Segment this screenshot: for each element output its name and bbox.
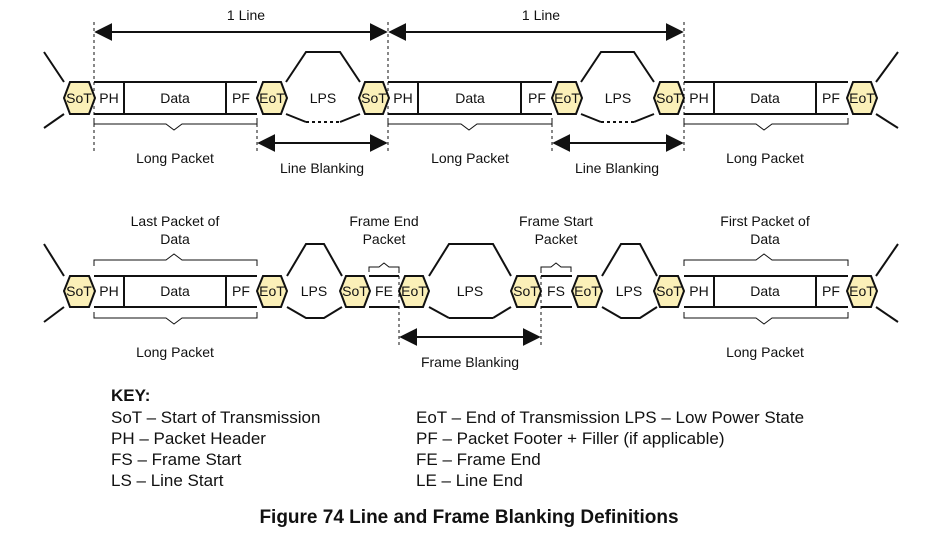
cell-ph: PH [99,283,118,299]
cell-data: Data [160,283,190,299]
first-packet-label: First Packet of [720,213,810,229]
long-packet-label: Long Packet [136,344,214,360]
cell-ph: PH [393,90,412,106]
cell-ph: PH [689,90,708,106]
cell-sot: SoT [66,283,92,299]
long-packet-label: Long Packet [136,150,214,166]
first-packet-label: Data [750,231,780,247]
cell-pf: PF [822,283,840,299]
cell-lps: LPS [301,283,327,299]
cell-lps: LPS [310,90,336,106]
key-entry-eot-lps: EoT – End of Transmission LPS – Low Powe… [416,408,805,427]
cell-eot: EoT [259,90,285,106]
cell-sot: SoT [513,283,539,299]
eot-hex [397,275,431,308]
key-title: KEY: [111,386,151,405]
row1 [43,22,899,152]
cell-eot: EoT [554,90,580,106]
eot-hex [550,81,584,115]
row1-text: 1 Line 1 Line SoT PH Data PF EoT LPS SoT… [66,7,875,176]
key-entry-le: LE – Line End [416,471,523,490]
sot-hex [652,275,686,308]
cell-pf: PF [232,90,250,106]
cell-pf: PF [822,90,840,106]
cell-data: Data [750,283,780,299]
cell-eot: EoT [259,283,285,299]
cell-eot: EoT [401,283,427,299]
cell-pf: PF [232,283,250,299]
cell-eot: EoT [849,90,875,106]
sot-hex [62,81,97,115]
eot-hex [255,275,289,308]
cell-ph: PH [99,90,118,106]
sot-hex [652,81,686,115]
key-entry-fe: FE – Frame End [416,450,541,469]
long-packet-label: Long Packet [431,150,509,166]
frame-start-packet-label: Packet [535,231,578,247]
key-right-column: EoT – End of Transmission LPS – Low Powe… [416,407,804,491]
key-entry-fs: FS – Frame Start [111,450,242,469]
cell-fs: FS [547,283,565,299]
row2-text: Last Packet of Data Frame End Packet Fra… [66,213,875,370]
cell-data: Data [750,90,780,106]
row2 [43,243,899,346]
long-packet-label: Long Packet [726,150,804,166]
cell-sot: SoT [361,90,387,106]
frame-end-packet-label: Frame End [349,213,418,229]
line-blanking-label: Line Blanking [575,160,659,176]
eot-hex [255,81,289,115]
cell-sot: SoT [656,90,682,106]
line-label: 1 Line [227,7,265,23]
eot-hex [845,81,879,115]
frame-start-packet-label: Frame Start [519,213,593,229]
lps-bubble-1 [285,51,361,123]
long-packet-label: Long Packet [726,344,804,360]
last-packet-label: Last Packet of [131,213,220,229]
cell-lps: LPS [616,283,642,299]
cell-eot: EoT [574,283,600,299]
eot-hex [570,275,604,308]
lps-bubble-2 [580,51,655,123]
frame-end-packet-label: Packet [363,231,406,247]
cell-sot: SoT [66,90,92,106]
sot-hex [62,275,97,308]
sot-hex [509,275,543,308]
cell-lps: LPS [605,90,631,106]
sot-hex [357,81,391,115]
cell-eot: EoT [849,283,875,299]
cell-fe: FE [375,283,393,299]
key-left-column: SoT – Start of Transmission PH – Packet … [111,407,320,491]
row1-hexes [62,81,879,115]
row1-guides [93,22,685,152]
cell-sot: SoT [342,283,368,299]
timing-diagram: 1 Line 1 Line SoT PH Data PF EoT LPS SoT… [43,7,899,370]
key-entry-ph: PH – Packet Header [111,429,266,448]
cell-sot: SoT [656,283,682,299]
sot-hex [338,275,372,308]
cell-ph: PH [689,283,708,299]
eot-hex [845,275,879,308]
last-packet-label: Data [160,231,190,247]
key-entry-ls: LS – Line Start [111,471,224,490]
cell-data: Data [160,90,190,106]
frame-blanking-label: Frame Blanking [421,354,519,370]
cell-pf: PF [528,90,546,106]
key-entry-sot: SoT – Start of Transmission [111,408,321,427]
cell-lps: LPS [457,283,483,299]
key-entry-pf: PF – Packet Footer + Filler (if applicab… [416,429,725,448]
figure-caption: Figure 74 Line and Frame Blanking Defini… [259,507,679,528]
row2-hexes [62,275,879,308]
line-blanking-label: Line Blanking [280,160,364,176]
cell-data: Data [455,90,485,106]
line-label: 1 Line [522,7,560,23]
